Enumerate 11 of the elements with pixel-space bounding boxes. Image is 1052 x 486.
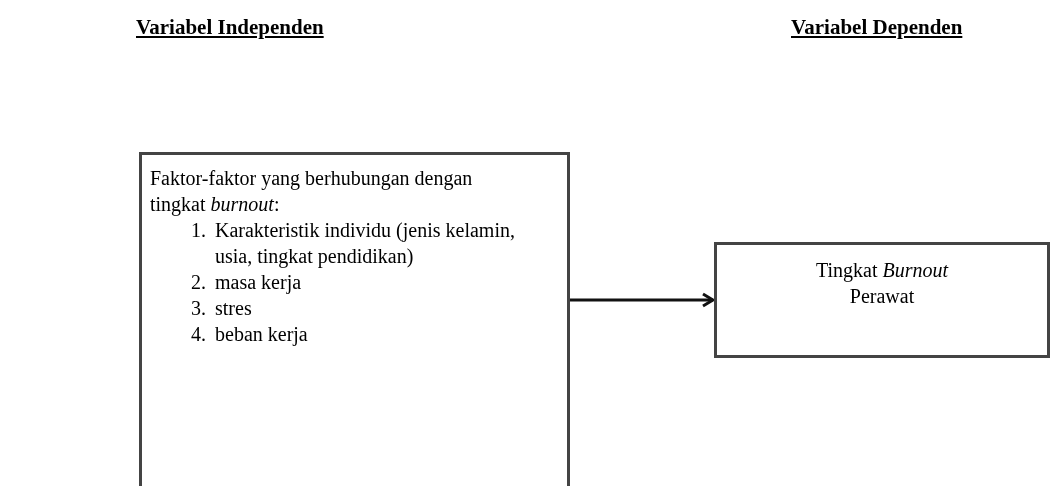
list-item: 2. masa kerja: [190, 270, 303, 295]
box-heading: Faktor-faktor yang berhubungan dengan tingkat burnout:: [150, 166, 474, 217]
list-item: 1. Karakteristik individu (jenis kelamin, usia, tingkat pendidikan): [190, 218, 516, 269]
list-item: 3. stres: [190, 296, 253, 321]
text-box: [714, 242, 1050, 358]
column-heading: Variabel Dependen: [791, 14, 963, 40]
column-heading: Variabel Independen: [136, 14, 324, 40]
arrow: [570, 292, 715, 308]
box-text: Tingkat Burnout Perawat: [814, 258, 950, 309]
text-box: [139, 152, 570, 486]
list-item: 4. beban kerja: [190, 322, 309, 347]
